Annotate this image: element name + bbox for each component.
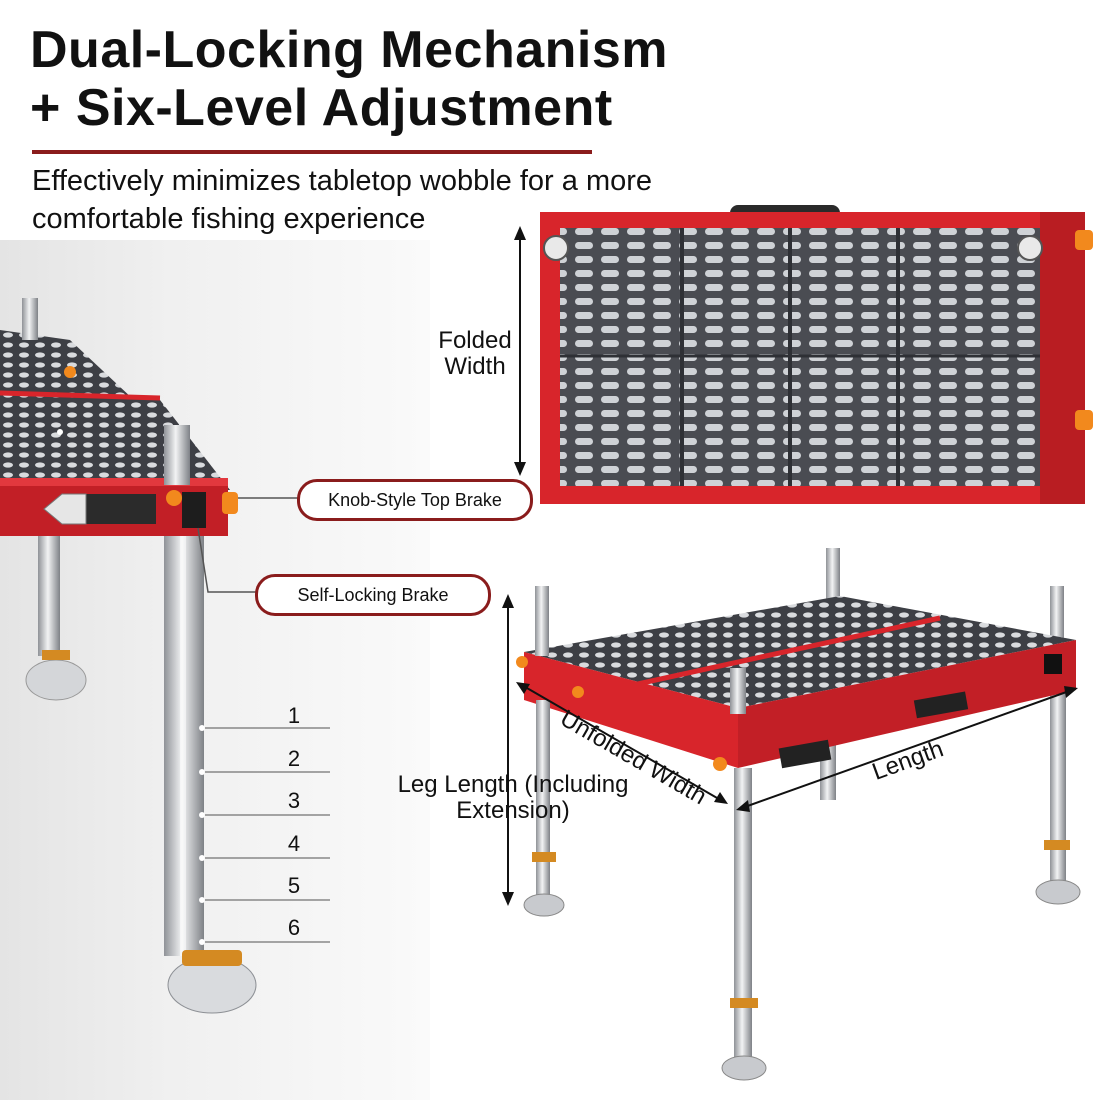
level-label-5: 5 — [287, 873, 301, 898]
callout-lines — [197, 497, 298, 593]
folded-width-arrow — [514, 226, 526, 476]
leg-length-label: Leg Length (Including Extension) — [397, 771, 629, 824]
headline-divider — [32, 150, 592, 154]
level-lines — [204, 727, 330, 943]
level-label-2: 2 — [287, 746, 301, 771]
level-label-6: 6 — [287, 915, 301, 940]
leg-closeup-image — [0, 298, 257, 1014]
level-label-1: 1 — [287, 703, 301, 728]
level-label-3: 3 — [287, 788, 301, 813]
headline-line-1: Dual-Locking Mechanism — [30, 21, 668, 79]
headline-line-2: + Six-Level Adjustment — [30, 79, 613, 137]
folded-table-image — [540, 205, 1093, 504]
folded-width-label: Folded Width — [438, 327, 512, 380]
level-label-4: 4 — [287, 831, 301, 856]
dimension-arrows — [502, 594, 1078, 906]
unfolded-table-image — [516, 548, 1081, 1081]
self-locking-brake-callout: Self-Locking Brake — [255, 574, 491, 616]
subtitle: Effectively minimizes tabletop wobble fo… — [32, 165, 653, 235]
level-holes — [199, 725, 205, 945]
knob-brake-callout: Knob-Style Top Brake — [297, 479, 533, 521]
